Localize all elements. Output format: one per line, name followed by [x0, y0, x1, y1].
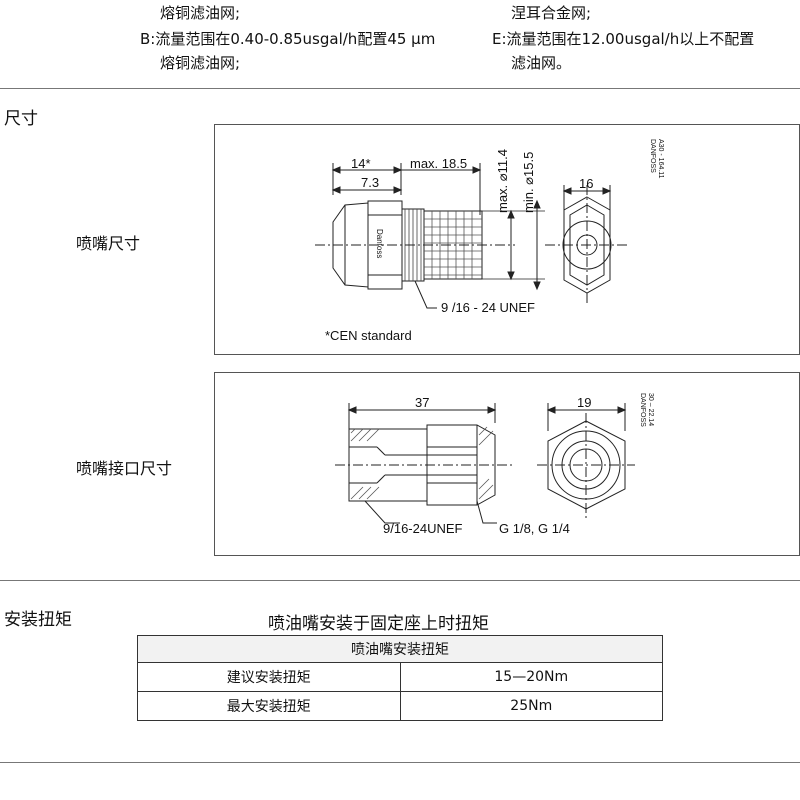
- adapter-thread-left: 9/16-24UNEF: [383, 521, 463, 536]
- adapter-stamp-brand: DANFOSS: [639, 393, 646, 427]
- dim-max-dia-11-4: max. ⌀11.4: [495, 149, 510, 213]
- divider: [0, 88, 800, 89]
- torque-row-value: 25Nm: [399, 691, 663, 721]
- torque-table-title: 喷油嘴安装于固定座上时扭矩: [268, 614, 489, 634]
- filter-text-e-2: 滤油网。: [511, 54, 572, 72]
- dim-14: 14*: [351, 156, 371, 171]
- cen-standard-note: *CEN standard: [325, 328, 412, 343]
- section-title-dimensions: 尺寸: [4, 109, 38, 129]
- divider: [0, 580, 800, 581]
- filter-text-top-left: 熔铜滤油网;: [160, 4, 241, 22]
- dim-7-3: 7.3: [361, 175, 379, 190]
- nozzle-drawing: 14* max. 18.5 7.3 max. ⌀11.4 min. ⌀15.5 …: [315, 139, 664, 343]
- section-title-torque: 安装扭矩: [4, 610, 72, 630]
- torque-row-name: 最大安装扭矩: [137, 691, 401, 721]
- adapter-thread-right: G 1/8, G 1/4: [499, 521, 570, 536]
- adapter-drawing: 37 19 9/16-24UNEF G 1/8, G 1/4 DANFOSS 3…: [335, 393, 654, 536]
- torque-row-value: 15—20Nm: [399, 662, 663, 692]
- filter-text-e: E:流量范围在12.00usgal/h以上不配置: [492, 30, 755, 48]
- filter-text-top-right: 涅耳合金网;: [511, 4, 592, 22]
- table-row: 建议安装扭矩 15—20Nm: [137, 662, 663, 692]
- torque-table: 喷油嘴安装扭矩 建议安装扭矩 15—20Nm 最大安装扭矩 25Nm: [137, 635, 663, 721]
- nozzle-dimension-label: 喷嘴尺寸: [76, 234, 141, 253]
- nozzle-thread-spec: 9 /16 - 24 UNEF: [441, 300, 535, 315]
- adapter-stamp-code: 30 – 22.14: [647, 393, 654, 426]
- adapter-drawing-box: [214, 372, 800, 556]
- divider: [0, 762, 800, 763]
- torque-table-header: 喷油嘴安装扭矩: [137, 635, 663, 663]
- nozzle-stamp-code: A30 - 164.11: [657, 139, 664, 179]
- filter-text-b: B:流量范围在0.40-0.85usgal/h配置45 µm: [140, 30, 436, 48]
- nozzle-drawing-box: [214, 124, 800, 355]
- adapter-dimension-label: 喷嘴接口尺寸: [76, 459, 173, 478]
- nozzle-stamp-brand: DANFOSS: [649, 139, 656, 173]
- danfoss-brand-mark: Danfoss: [375, 229, 384, 258]
- dim-37: 37: [415, 395, 429, 410]
- filter-text-b-2: 熔铜滤油网;: [160, 54, 241, 72]
- dim-16: 16: [579, 176, 593, 191]
- dim-max-18-5: max. 18.5: [410, 156, 467, 171]
- table-row: 最大安装扭矩 25Nm: [137, 691, 663, 721]
- torque-row-name: 建议安装扭矩: [137, 662, 401, 692]
- dim-min-dia-15-5: min. ⌀15.5: [521, 152, 536, 213]
- dim-19: 19: [577, 395, 591, 410]
